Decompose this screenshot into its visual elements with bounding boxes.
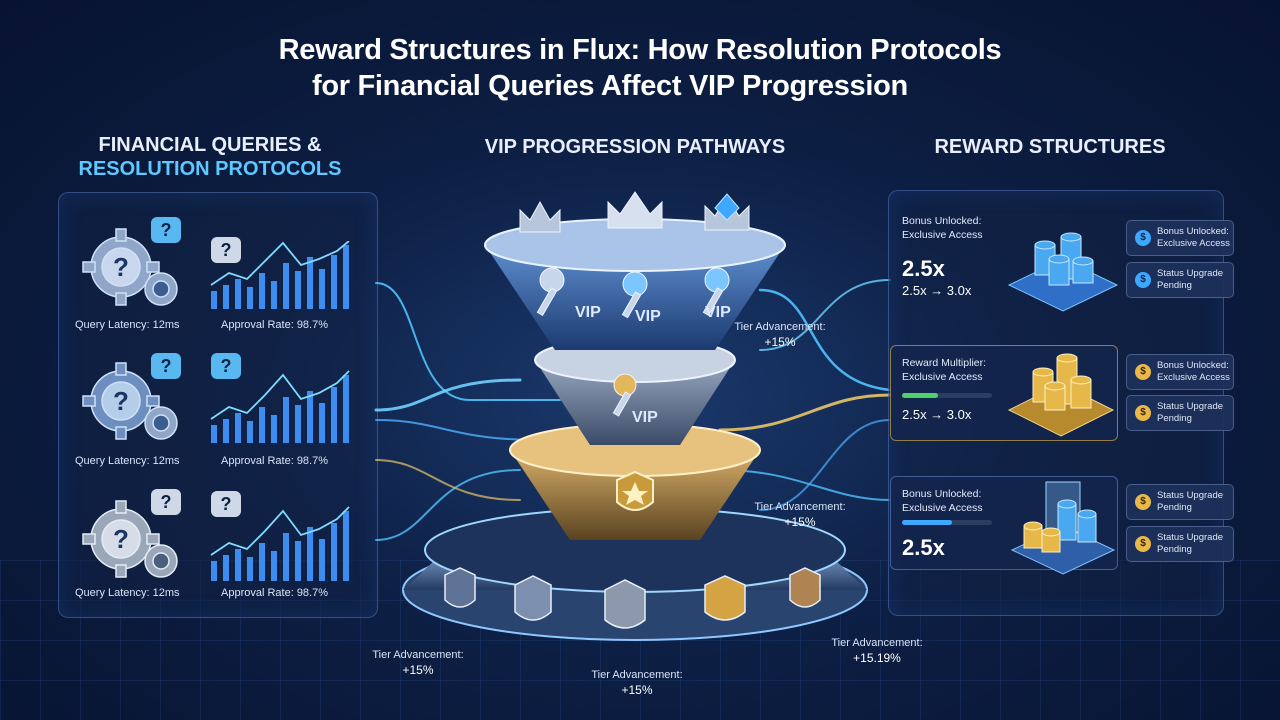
query-row: ? ? ? Query Latency: 12ms Approval Rate:… <box>59 483 377 611</box>
query-row: ? ? ? Query Latency: 12ms Approval Rate:… <box>59 345 377 473</box>
query-latency: Query Latency: 12ms <box>75 319 180 331</box>
reward-progress-track <box>902 393 992 398</box>
tier-advancement-label: Tier Advancement:+15% <box>754 501 846 529</box>
coin-stack-gold-icon <box>1007 353 1115 437</box>
question-bubble-icon: ? <box>211 491 241 517</box>
reward-line: Reward Multiplier:Exclusive Access <box>902 357 987 383</box>
reward-chip: $Bonus Unlocked:Exclusive Access <box>1126 220 1234 256</box>
approval-bar-chart <box>210 506 350 581</box>
reward-line: Bonus Unlocked:Exclusive Access <box>902 215 983 241</box>
center-heading: VIP PROGRESSION PATHWAYS <box>484 136 786 158</box>
question-bubble-icon: ? <box>151 353 181 379</box>
right-heading: REWARD STRUCTURES <box>934 136 1166 158</box>
reward-chip: $Bonus Unlocked:Exclusive Access <box>1126 354 1234 390</box>
tier-advancement-label: Tier Advancement:+15% <box>372 649 464 677</box>
svg-text:VIP: VIP <box>575 304 601 321</box>
reward-progress-fill <box>902 520 952 525</box>
dollar-coin-icon: $ <box>1135 494 1151 510</box>
vip-funnel: VIP VIP VIP VIP <box>402 191 868 641</box>
queries-panel: ? ? ? Query Latency: 12ms Approval Rate:… <box>58 192 378 618</box>
gear-question-icon: ? <box>82 500 178 578</box>
dollar-coin-icon: $ <box>1135 405 1151 421</box>
crown-icon <box>519 191 750 233</box>
reward-multiplier: 2.5x <box>902 535 945 560</box>
query-latency: Query Latency: 12ms <box>75 455 180 467</box>
svg-text:?: ? <box>113 524 129 554</box>
reward-progress-fill <box>902 393 938 398</box>
approval-rate: Approval Rate: 98.7% <box>221 319 329 331</box>
approval-rate: Approval Rate: 98.7% <box>221 455 329 467</box>
svg-text:VIP: VIP <box>632 409 658 426</box>
svg-text:VIP: VIP <box>635 308 661 325</box>
svg-text:?: ? <box>113 386 129 416</box>
shield-icon <box>444 567 821 629</box>
question-bubble-icon: ? <box>211 353 241 379</box>
dollar-coin-icon: $ <box>1135 536 1151 552</box>
tier-advancement-label: Tier Advancement:+15% <box>734 321 826 349</box>
question-bubble-icon: ? <box>151 489 181 515</box>
reward-multiplier: 2.5x <box>902 256 945 281</box>
left-heading-2: RESOLUTION PROTOCOLS <box>78 158 342 180</box>
coin-stack-mixed-icon <box>1010 481 1116 575</box>
reward-line: Bonus Unlocked:Exclusive Access <box>902 488 983 514</box>
query-row: ? ? ? Query Latency: 12ms Approval Rate:… <box>59 211 377 339</box>
title-line-1: Reward Structures in Flux: How Resolutio… <box>278 34 1002 66</box>
reward-range: 2.5x → 3.0x <box>902 283 972 298</box>
left-heading-1: FINANCIAL QUERIES & <box>98 134 322 156</box>
coin-stack-blue-icon <box>1007 232 1119 312</box>
dollar-coin-icon: $ <box>1135 364 1151 380</box>
approval-rate: Approval Rate: 98.7% <box>221 587 329 599</box>
approval-bar-chart <box>210 370 350 443</box>
tier-advancement-label: Tier Advancement:+15% <box>591 669 683 697</box>
title-line-2: for Financial Queries Affect VIP Progres… <box>312 70 908 102</box>
key-icon <box>536 267 730 417</box>
tier-advancement-label: Tier Advancement:+15.19% <box>831 637 923 665</box>
svg-text:VIP: VIP <box>705 304 731 321</box>
question-bubble-icon: ? <box>211 237 241 263</box>
question-bubble-icon: ? <box>151 217 181 243</box>
dollar-coin-icon: $ <box>1135 272 1151 288</box>
dollar-coin-icon: $ <box>1135 230 1151 246</box>
reward-range: 2.5x → 3.0x <box>902 407 972 422</box>
query-latency: Query Latency: 12ms <box>75 587 180 599</box>
svg-text:?: ? <box>113 252 129 282</box>
gear-question-icon: ? <box>82 362 178 440</box>
approval-bar-chart <box>210 241 350 309</box>
reward-progress-track <box>902 520 992 525</box>
gear-question-icon: ? <box>82 228 178 306</box>
shield-icon <box>616 470 654 511</box>
